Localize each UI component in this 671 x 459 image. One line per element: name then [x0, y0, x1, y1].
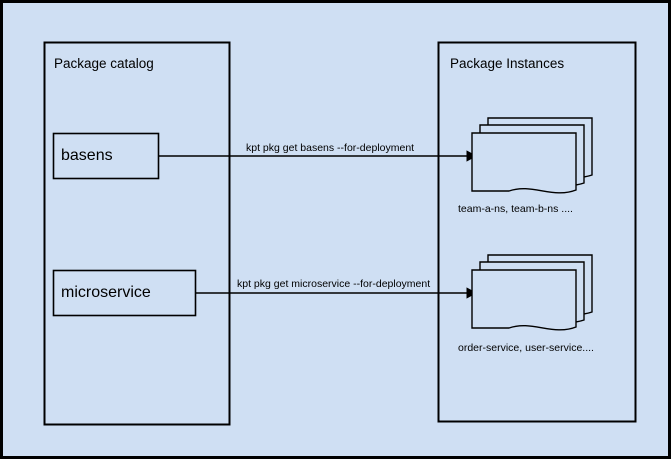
document-stack-icon-microservice[interactable] [471, 254, 593, 331]
caption-basens-instances: team-a-ns, team-b-ns .... [458, 203, 573, 215]
container-package-instances-title: Package Instances [450, 56, 565, 71]
node-basens-label[interactable]: basens [61, 147, 113, 164]
container-package-instances-box[interactable] [437, 41, 637, 423]
edge-basens-label: kpt pkg get basens --for-deployment [246, 142, 415, 154]
node-microservice-box[interactable] [52, 269, 197, 317]
node-basens-box[interactable] [52, 132, 160, 180]
caption-microservice-instances: order-service, user-service.... [458, 342, 594, 354]
diagram-vector-layer [43, 41, 637, 426]
edge-microservice-label: kpt pkg get microservice --for-deploymen… [237, 278, 431, 290]
node-microservice-label[interactable]: microservice [61, 284, 151, 301]
document-stack-icon-basens[interactable] [471, 117, 593, 194]
container-package-catalog-box[interactable] [43, 41, 231, 426]
container-package-catalog-title: Package catalog [54, 56, 154, 71]
